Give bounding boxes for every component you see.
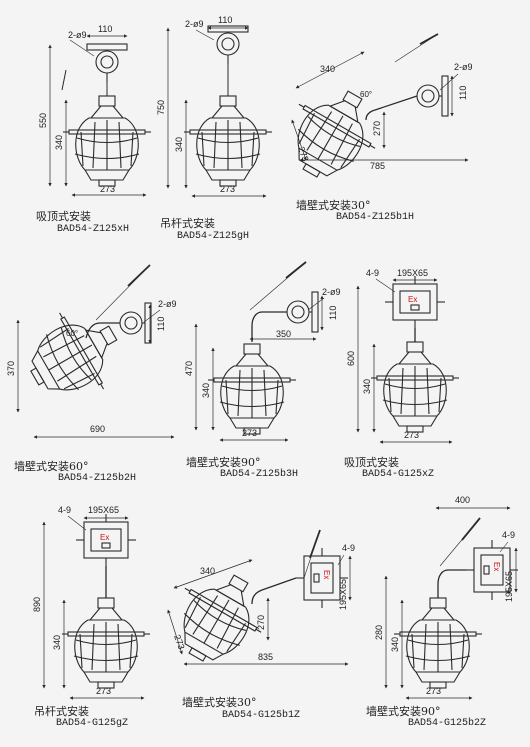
- figure-f6: Ex 4-9 195X65 600 340 273: [346, 268, 460, 444]
- f6-box-label: 195X65: [397, 268, 428, 278]
- f5-width-label: 273: [242, 428, 257, 438]
- f9-box-label: 195X65: [504, 571, 514, 602]
- figure-f9: Ex 400 4-9 195X65 280 340 273: [374, 495, 519, 700]
- f6-body-label: 340: [362, 379, 372, 394]
- f8-body-label: 270: [256, 615, 266, 630]
- f8-span-label: 835: [258, 652, 273, 662]
- figure-f8: Ex 4-9 195X65 340 270 273 835: [157, 529, 355, 680]
- f1-total-label: 550: [38, 113, 48, 128]
- f5-model: BAD54-Z125b3H: [220, 469, 299, 480]
- f5-arm-label: 350: [276, 329, 291, 339]
- f6-model: BAD54-G125xZ: [362, 469, 435, 480]
- f9-body-label: 340: [390, 637, 400, 652]
- f9-caption: 墙壁式安装90°: [366, 705, 441, 718]
- f4-height-label: 370: [6, 361, 16, 376]
- f1-model: BAD54-Z125xH: [57, 224, 130, 235]
- f8-width-label: 273: [172, 633, 187, 651]
- f6-ex-mark: Ex: [408, 295, 417, 304]
- f3-arm-label: 340: [320, 64, 335, 74]
- f4-angle-label: 60°: [66, 329, 78, 338]
- f9-total-label: 280: [374, 625, 384, 640]
- figure-f7: Ex 4-9 195X65 890 340 273: [32, 505, 151, 700]
- f5-holes-label: 2-ø9: [322, 287, 341, 297]
- f5-plate-label: 110: [328, 306, 338, 320]
- f9-ex-mark: Ex: [492, 562, 501, 571]
- f7-ex-mark: Ex: [100, 533, 109, 542]
- f1-holes-label: 2-ø9: [68, 30, 87, 40]
- f2-holes-label: 2-ø9: [185, 19, 204, 29]
- f7-model: BAD54-G125gZ: [56, 718, 129, 729]
- figure-f4: 60° 2-ø9 110 370 690: [6, 264, 177, 439]
- f4-plate-label: 110: [156, 317, 166, 331]
- f7-width-label: 273: [96, 686, 111, 696]
- f8-model: BAD54-G125b1Z: [222, 710, 301, 721]
- f5-total-label: 470: [184, 361, 194, 376]
- f7-holes-label: 4-9: [58, 505, 71, 515]
- f3-model: BAD54-Z125b1H: [336, 212, 415, 223]
- f3-plate-label: 110: [458, 86, 468, 100]
- figure-f2: 2-ø9 110 750 340 273: [156, 15, 273, 198]
- f5-body-label: 340: [201, 383, 211, 398]
- f8-holes-label: 4-9: [342, 543, 355, 553]
- f8-box-label: 195X65: [338, 579, 348, 610]
- f9-span-label: 400: [455, 495, 470, 505]
- f8-caption: 墙壁式安装30°: [182, 696, 257, 709]
- f2-caption: 吊杆式安装: [160, 217, 215, 230]
- f2-model: BAD54-Z125gH: [177, 231, 250, 242]
- f2-plate-label: 110: [218, 15, 232, 25]
- f9-width-label: 273: [426, 686, 441, 696]
- f7-caption: 吊杆式安装: [34, 705, 89, 718]
- f9-model: BAD54-G125b2Z: [408, 718, 487, 729]
- f3-span-label: 785: [370, 161, 385, 171]
- f4-holes-label: 2-ø9: [158, 299, 177, 309]
- figure-f1: 2-ø9 110 550 340 273: [38, 24, 152, 197]
- f1-body-label: 340: [54, 135, 64, 150]
- f6-holes-label: 4-9: [366, 268, 379, 278]
- f9-holes-label: 4-9: [502, 530, 515, 540]
- f1-plate-label: 110: [98, 24, 112, 34]
- f4-caption: 墙壁式安装60°: [14, 460, 89, 473]
- figure-f5: 2-ø9 110 350 470 340 273: [184, 261, 341, 442]
- f7-total-label: 890: [32, 597, 42, 612]
- f1-caption: 吸顶式安装: [36, 210, 91, 223]
- f3-body-label: 270: [372, 121, 382, 136]
- f2-width-label: 273: [220, 184, 235, 194]
- f1-width-label: 273: [100, 184, 115, 194]
- f8-arm-label: 340: [200, 566, 215, 576]
- f5-caption: 墙壁式安装90°: [186, 456, 261, 469]
- figure-f3: 340 60° 2-ø9 110 270 273 785: [271, 33, 473, 196]
- f6-total-label: 600: [346, 351, 356, 366]
- f3-holes-label: 2-ø9: [454, 62, 473, 72]
- f4-span-label: 690: [90, 424, 105, 434]
- f7-body-label: 340: [52, 635, 62, 650]
- f8-ex-mark: Ex: [322, 570, 331, 579]
- f3-angle-label: 60°: [360, 90, 372, 99]
- f2-body-label: 340: [174, 137, 184, 152]
- f2-total-label: 750: [156, 100, 166, 115]
- f4-model: BAD54-Z125b2H: [58, 473, 137, 484]
- f7-box-label: 195X65: [88, 505, 119, 515]
- f6-caption: 吸顶式安装: [344, 456, 399, 469]
- f3-caption: 墙壁式安装30°: [296, 199, 371, 212]
- f6-width-label: 273: [404, 430, 419, 440]
